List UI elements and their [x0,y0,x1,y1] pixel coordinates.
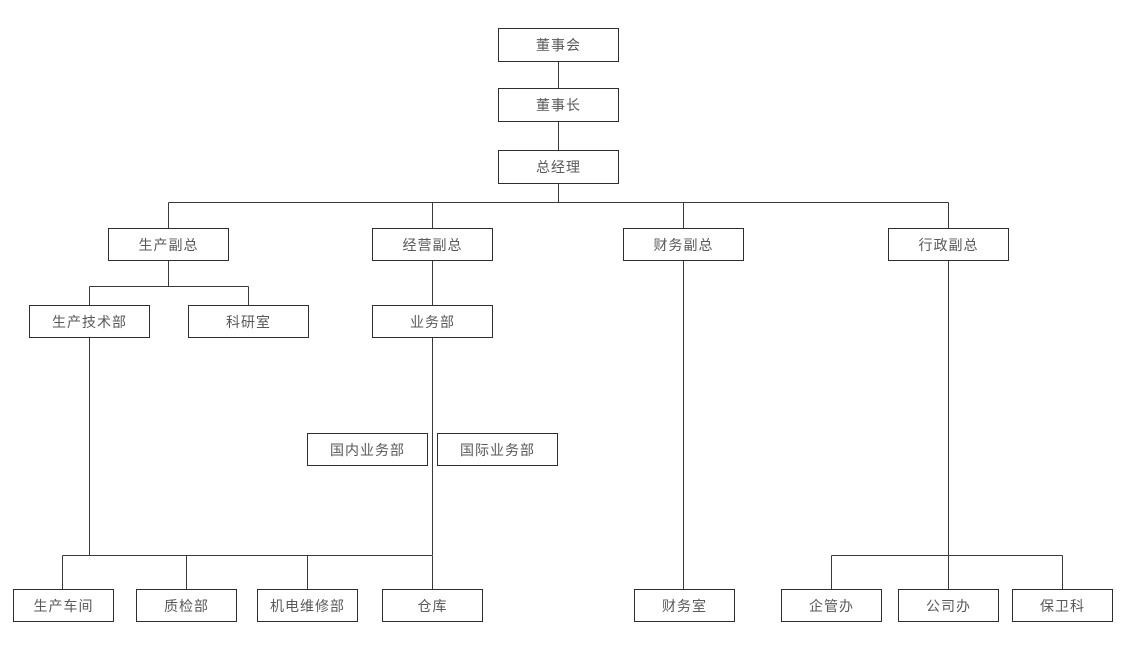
org-node-production-workshop: 生产车间 [13,589,114,622]
org-node-company-office: 公司办 [898,589,999,622]
org-node-vp-production: 生产副总 [108,228,229,261]
org-node-vp-operations: 经营副总 [372,228,493,261]
org-node-vp-admin: 行政副总 [888,228,1009,261]
org-node-warehouse: 仓库 [382,589,483,622]
org-node-general-manager: 总经理 [498,150,619,184]
org-node-finance-office: 财务室 [634,589,735,622]
org-node-vp-finance: 财务副总 [623,228,744,261]
org-node-board: 董事会 [498,28,619,62]
org-node-research-office: 科研室 [188,305,309,338]
org-node-quality-inspection-dept: 质检部 [136,589,237,622]
org-node-domestic-business-dept: 国内业务部 [307,433,428,466]
org-node-intl-business-dept: 国际业务部 [437,433,558,466]
org-node-production-tech-dept: 生产技术部 [29,305,150,338]
org-node-chairman: 董事长 [498,88,619,122]
org-node-mech-maintenance-dept: 机电维修部 [257,589,358,622]
org-node-business-dept: 业务部 [372,305,493,338]
org-node-enterprise-mgmt-office: 企管办 [781,589,882,622]
org-node-security-section: 保卫科 [1012,589,1113,622]
